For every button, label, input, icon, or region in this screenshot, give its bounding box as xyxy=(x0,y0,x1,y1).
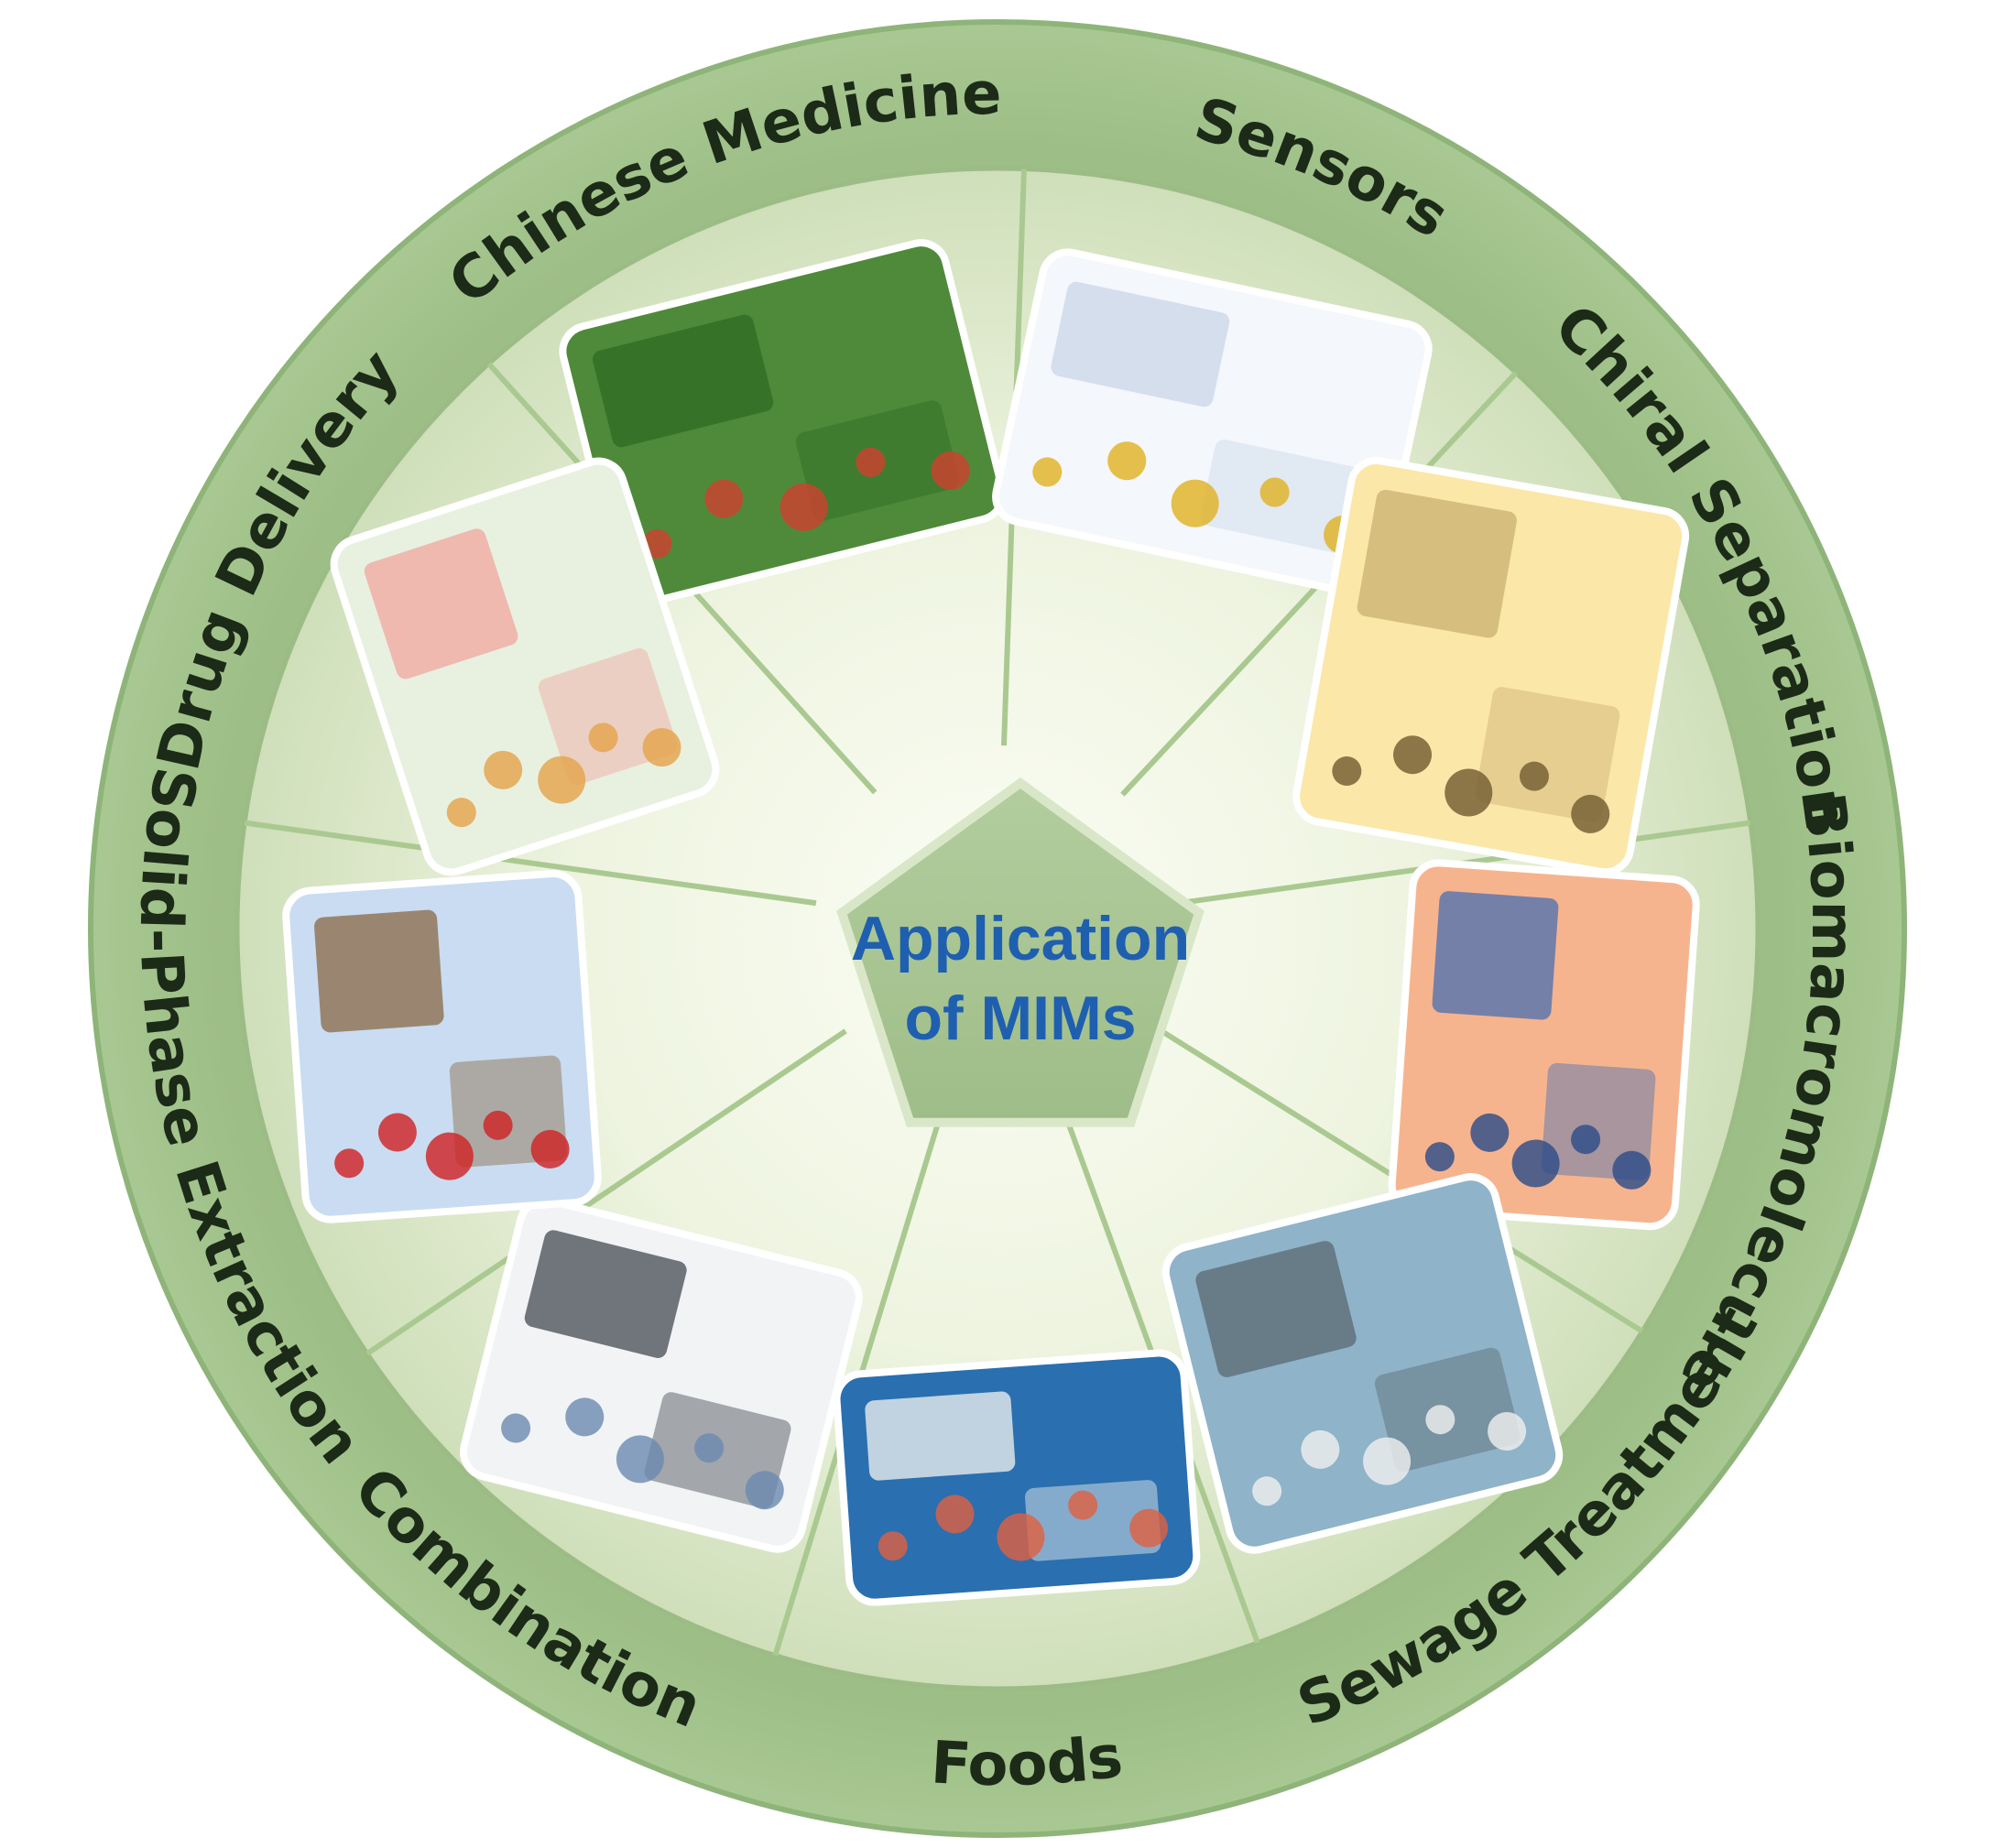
center-title-line1: Application xyxy=(851,904,1190,973)
center-title-line2: of MIMs xyxy=(904,984,1136,1053)
milk-fruits-vegetables-photo-icon xyxy=(833,1349,1201,1606)
intestinal-villi-diagram-icon xyxy=(330,457,720,876)
herbal-plants-photo-icon xyxy=(559,239,1007,607)
segment-label-foods: Foods xyxy=(929,1723,1126,1799)
protein-structure-icon xyxy=(1388,859,1700,1231)
water-treatment-photo-icon xyxy=(1161,1173,1564,1554)
instrument-combination-photo-icon xyxy=(459,1196,863,1553)
segment-divider xyxy=(244,820,817,907)
sensor-schematic-icon xyxy=(992,248,1433,597)
segment-divider xyxy=(365,1028,847,1356)
chiral-molecule-structures-icon xyxy=(1292,456,1690,876)
extraction-tubes-icon xyxy=(282,870,602,1223)
center-pentagon xyxy=(836,777,1205,1127)
